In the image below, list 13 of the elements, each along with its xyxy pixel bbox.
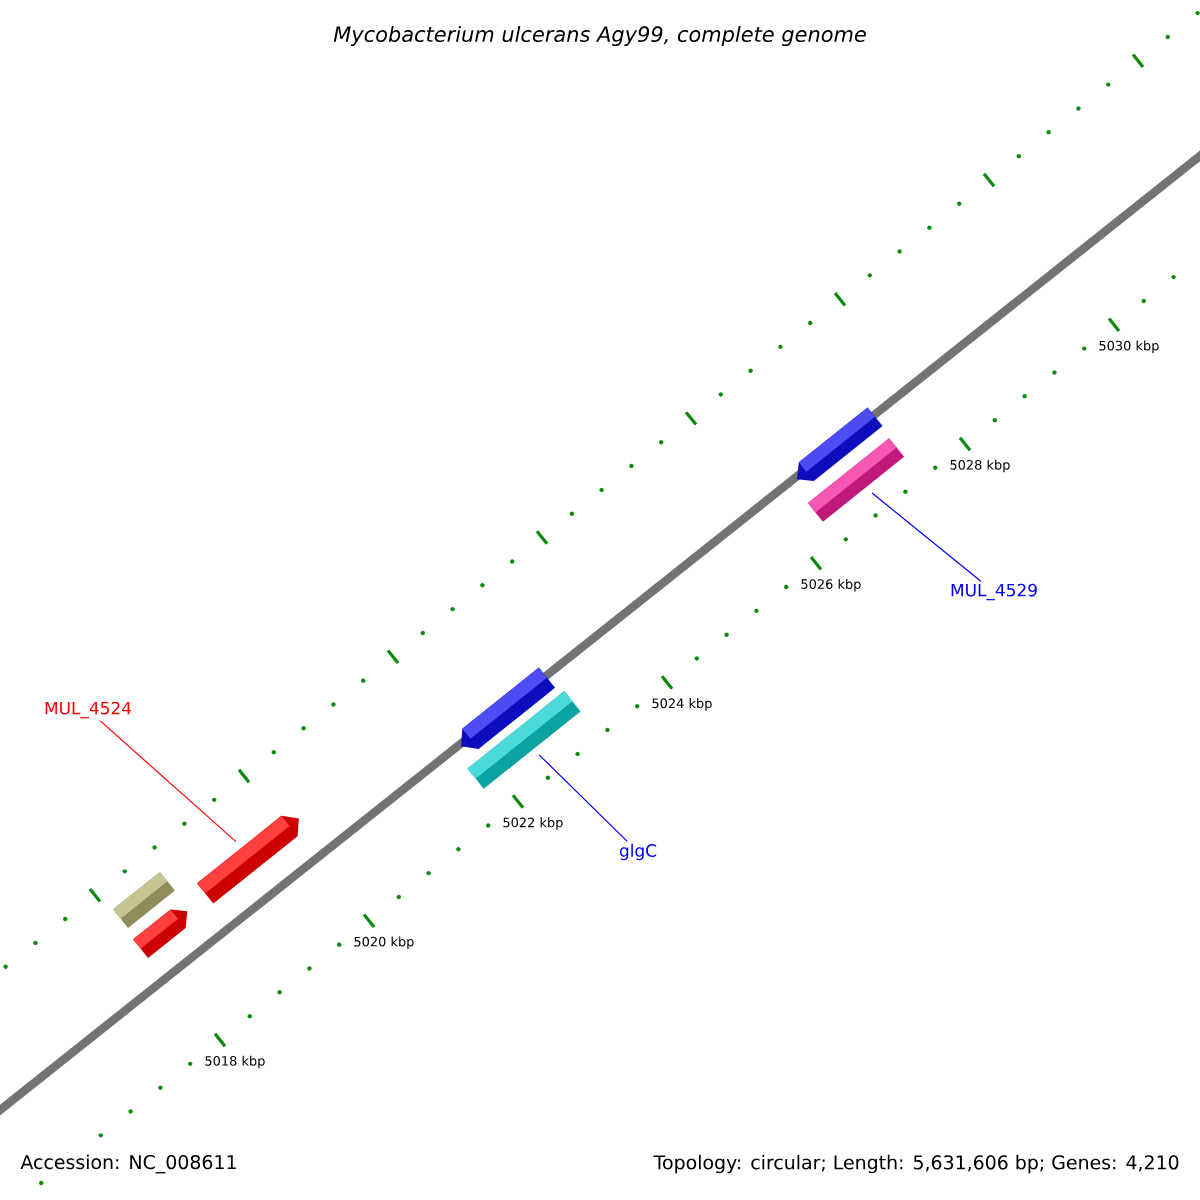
gene-feature (807, 438, 905, 522)
gene-feature (133, 909, 188, 959)
gene-feature (467, 691, 581, 789)
gene-label: MUL_4524 (45, 701, 132, 719)
leader-line (99, 720, 237, 843)
genome-info-text: Topology: circular; Length: 5,631,606 bp; Genes: 4,210 (651, 1152, 1182, 1176)
leader-line (538, 754, 628, 842)
leader-line (871, 492, 982, 582)
gene-feature (197, 815, 299, 904)
title: Mycobacterium ulcerans Agy99, complete genome (333, 25, 866, 47)
gene-label: glgC (619, 843, 657, 861)
gene-label: MUL_4529 (951, 583, 1037, 601)
accession-text: Accession: NC_008611 (18, 1152, 240, 1176)
